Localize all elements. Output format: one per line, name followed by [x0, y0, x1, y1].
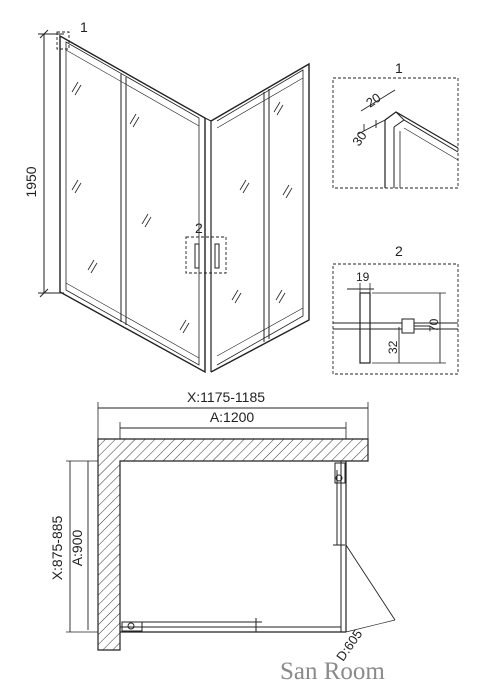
watermark-logo: San Room: [280, 658, 385, 685]
detail-2-dim-height: 70: [427, 318, 441, 332]
wall-hatch: [97, 438, 369, 651]
callout-box-1: [56, 31, 70, 50]
plan-a-depth: A:900: [69, 529, 85, 566]
detail-1: [332, 77, 459, 189]
callout-box-2: [185, 236, 227, 274]
detail-1-dim-a: 20: [363, 90, 383, 111]
plan-a-width: A:1200: [210, 409, 255, 425]
enclosure-profile: [120, 461, 396, 633]
callout-label-2: 2: [195, 220, 203, 236]
height-dimension: [38, 29, 64, 298]
plan-view: [66, 402, 396, 651]
handle-right: [214, 243, 220, 269]
glass-reflections: [71, 81, 293, 334]
detail-2-dim-offset: 32: [386, 340, 400, 354]
plan-x-width: X:1175-1185: [187, 389, 265, 405]
detail-2-dim-width: 19: [356, 270, 370, 284]
detail-2: [332, 263, 459, 375]
plan-x-depth: X:875-885: [49, 515, 65, 580]
handle-left: [194, 243, 200, 269]
height-label: 1950: [23, 166, 39, 197]
detail-2-title: 2: [395, 243, 403, 259]
detail-1-dim-b: 30: [349, 128, 370, 148]
callout-label-1: 1: [80, 19, 88, 35]
detail-1-title: 1: [395, 60, 403, 76]
elevation-view: [38, 29, 310, 374]
